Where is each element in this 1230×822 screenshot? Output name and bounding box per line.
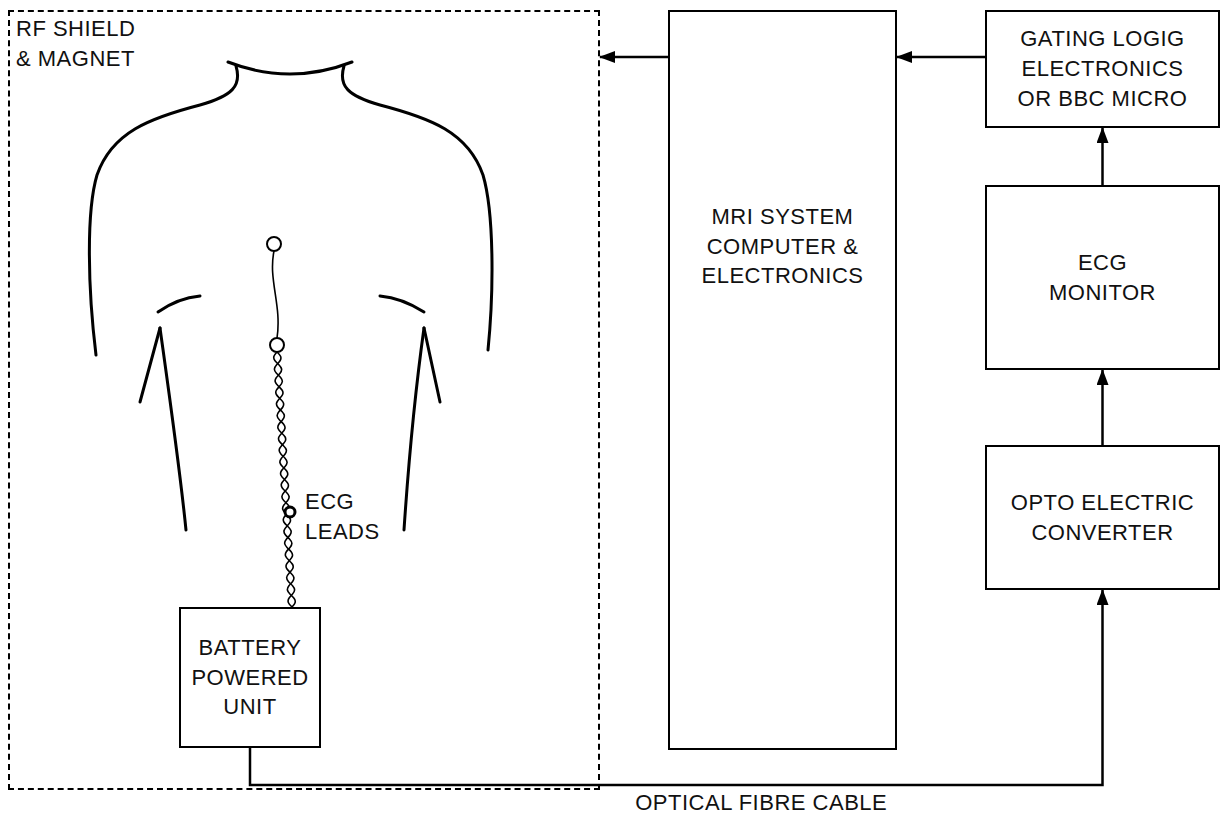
ecg-lead [274, 352, 294, 607]
gating-logic-box: GATING LOGIG ELECTRONICS OR BBC MICRO [985, 10, 1220, 128]
ecg-monitor-box: ECG MONITOR [985, 185, 1220, 370]
signal-arrow [600, 56, 668, 59]
right-chest-line [380, 296, 424, 312]
box-label: OPTO ELECTRIC CONVERTER [1005, 488, 1200, 547]
left-shoulder-arm [89, 66, 237, 355]
box-label: ECG MONITOR [1049, 248, 1156, 307]
right-shoulder-arm [342, 66, 492, 350]
signal-arrow [1101, 128, 1104, 185]
opto-converter-box: OPTO ELECTRIC CONVERTER [985, 445, 1220, 590]
region-heading: RF SHIELD & MAGNET [16, 14, 141, 73]
neck-line [228, 62, 352, 74]
mri-system-box: MRI SYSTEM COMPUTER & ELECTRONICS [668, 10, 897, 750]
right-inner-arm [424, 328, 440, 402]
ecg-electrode [267, 237, 281, 251]
box-label: GATING LOGIG ELECTRONICS OR BBC MICRO [1003, 24, 1203, 113]
callout-ring [285, 507, 295, 517]
left-chest-line [158, 296, 200, 312]
ecg-lead [272, 251, 278, 338]
left-inner-arm [140, 328, 160, 402]
signal-arrow [897, 56, 985, 59]
box-label: BATTERY POWERED UNIT [191, 633, 308, 722]
cable-label: OPTICAL FIBRE CABLE [631, 788, 891, 818]
left-torso-side [160, 328, 186, 530]
right-torso-side [404, 328, 424, 530]
callout-label: ECG LEADS [301, 487, 384, 546]
ecg-electrode [270, 338, 284, 352]
battery-unit-box: BATTERY POWERED UNIT [179, 607, 321, 748]
signal-arrow [1101, 370, 1104, 445]
rf-shield-region: RF SHIELD & MAGNET BATTERY POWERED UNIT [8, 10, 600, 790]
ecg-lead [274, 352, 296, 607]
box-label: MRI SYSTEM COMPUTER & ELECTRONICS [702, 202, 864, 291]
